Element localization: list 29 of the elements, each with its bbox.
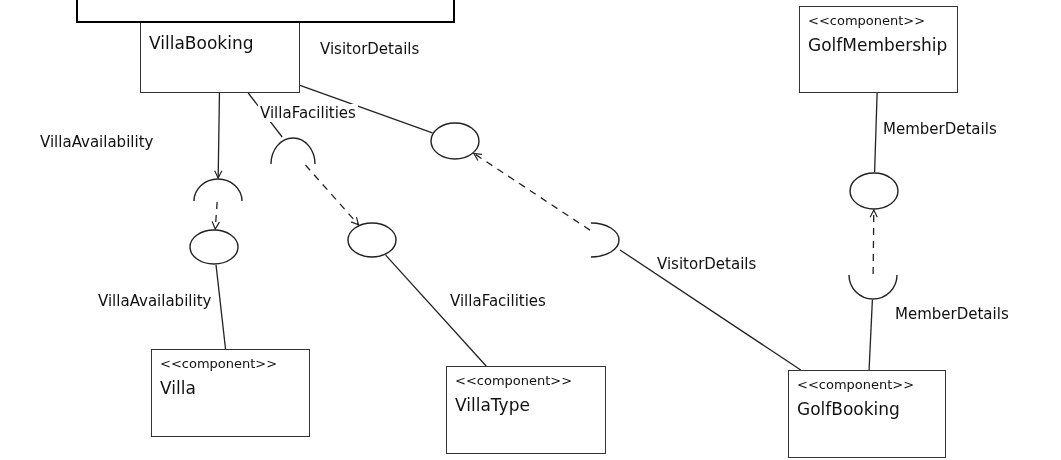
interface-label: VillaFacilities	[258, 104, 358, 122]
component-name: Villa	[160, 378, 197, 400]
connector-line	[214, 92, 223, 179]
dashed-dependency-arrow	[211, 201, 220, 230]
component-name: GolfMembership	[808, 35, 949, 57]
stereotype-label: <<component>>	[808, 13, 927, 30]
connector-line	[299, 84, 434, 134]
component-name: VillaType	[455, 395, 531, 417]
connector-line	[873, 92, 878, 173]
component-box	[788, 370, 946, 458]
interface-label: VillaAvailability	[38, 133, 156, 151]
dashed-dependency-arrow	[304, 164, 360, 226]
connector-line	[619, 249, 802, 371]
dashed-dependency-arrow	[473, 152, 591, 231]
connector-line	[385, 254, 487, 367]
component-box	[151, 349, 310, 437]
stereotype-label: <<component>>	[455, 373, 574, 390]
stereotype-label: <<component>>	[797, 377, 916, 394]
component-box	[446, 366, 606, 454]
interface-label: VisitorDetails	[655, 255, 759, 273]
interface-label: VillaAvailability	[96, 292, 214, 310]
connector-line	[868, 299, 874, 371]
component-box	[799, 6, 958, 93]
component-name: GolfBooking	[797, 399, 901, 421]
connector-line	[215, 264, 227, 350]
dashed-dependency-arrow	[869, 209, 878, 275]
stereotype-label: <<component>>	[160, 356, 279, 373]
component-box	[140, 20, 300, 93]
component-name: VillaBooking	[149, 33, 255, 55]
